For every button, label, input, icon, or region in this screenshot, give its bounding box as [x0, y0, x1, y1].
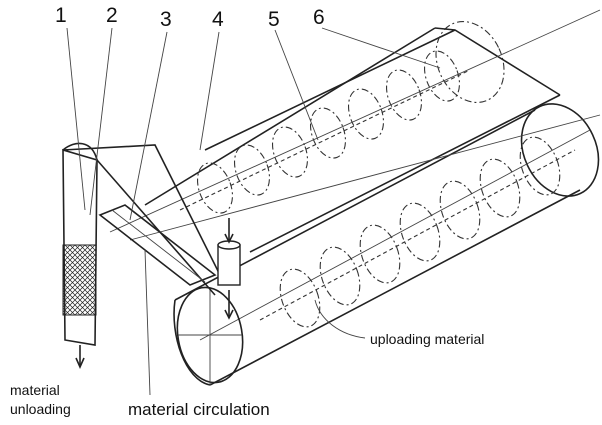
front-ribbons: [259, 136, 576, 328]
leader-lines: [66, 27, 441, 396]
screen-mesh: [62, 244, 97, 316]
back-trough: [144, 21, 561, 253]
back-ribbons: [179, 50, 471, 214]
shafts: [109, 9, 601, 241]
label-5: 5: [268, 8, 280, 31]
label-1: 1: [55, 4, 67, 27]
feed-inlet: [217, 218, 241, 320]
label-material-circulation: material circulation: [128, 400, 270, 419]
label-6: 6: [313, 6, 325, 29]
discharge-chute: [62, 142, 226, 369]
front-end-cap: [176, 286, 244, 385]
label-2: 2: [106, 4, 118, 27]
label-3: 3: [160, 8, 172, 31]
label-material-unloading-1: material: [10, 382, 60, 398]
label-uploading-material: uploading material: [370, 331, 484, 347]
label-4: 4: [212, 8, 224, 31]
circulation-tube: [98, 204, 217, 286]
label-material-unloading-2: unloading: [10, 401, 71, 417]
